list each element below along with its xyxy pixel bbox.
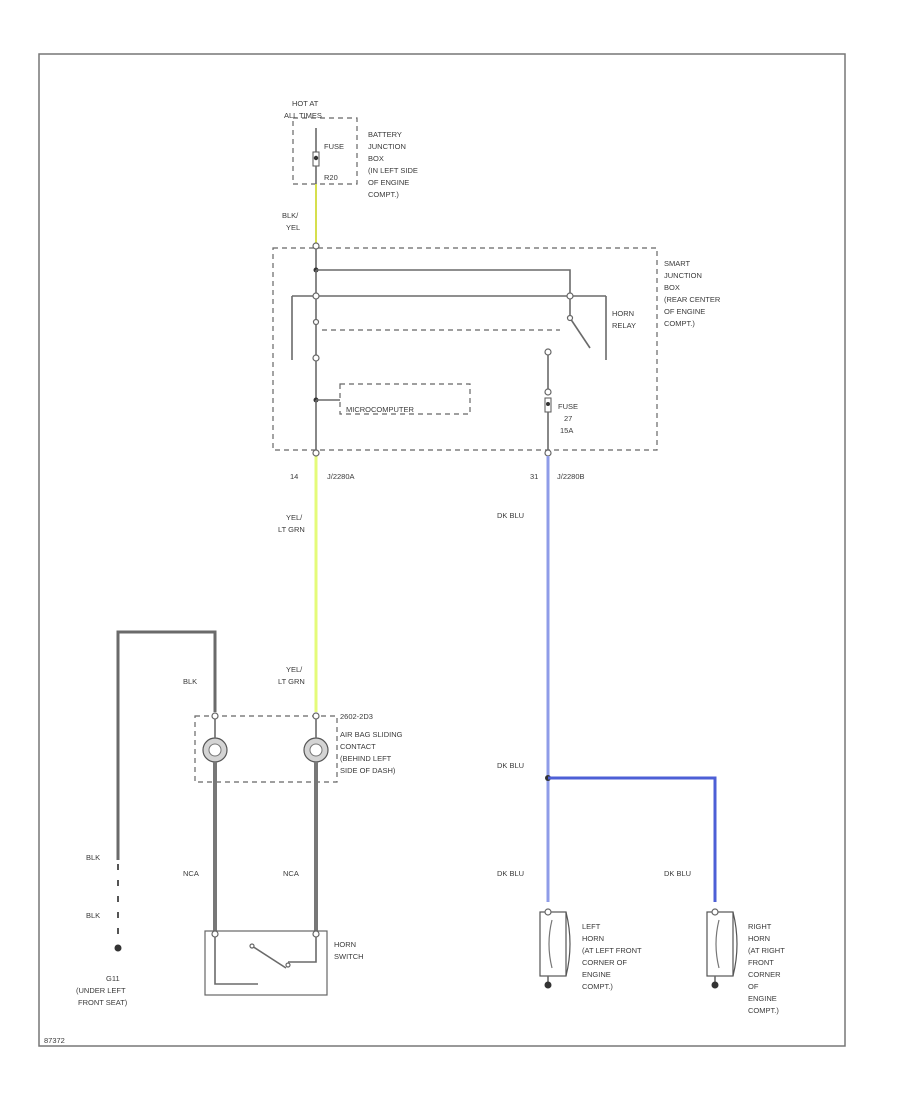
blk-ground-loop xyxy=(116,630,217,860)
fuse-number: R20 xyxy=(324,173,338,182)
horn-switch-contact xyxy=(251,945,287,969)
relay-output-terminal xyxy=(544,348,552,356)
horn-switch-right-lead xyxy=(288,937,317,963)
ground-g11-dot xyxy=(114,944,122,952)
left-connector-terminal xyxy=(312,449,320,457)
right-connector-terminal xyxy=(544,449,552,457)
blk-top-label: BLK xyxy=(183,677,197,686)
right-connector-pin: 31 xyxy=(530,472,538,481)
smart-junction-box-label: SMART JUNCTION BOX (REAR CENTER OF ENGIN… xyxy=(664,259,722,328)
microcomputer-box xyxy=(339,383,471,415)
clockspring-left xyxy=(202,737,228,763)
yel-ltgrn-label-upper: YEL/LT GRN xyxy=(278,513,305,534)
right-connector-id: J/2280B xyxy=(557,472,585,481)
relay-coil-feed xyxy=(316,269,571,296)
left-branch-terminal-b xyxy=(312,318,320,326)
horn-switch-box xyxy=(204,930,328,996)
relay-switch-arm xyxy=(569,317,591,349)
left-horn-terminal xyxy=(544,908,552,916)
airbag-terminal-left xyxy=(211,712,219,720)
right-horn-ground-dot xyxy=(711,981,719,989)
relay-terminal-top xyxy=(566,292,574,300)
horn-switch-contact-a xyxy=(249,943,255,949)
dkblu-upper-label: DK BLU xyxy=(497,511,524,520)
horn-switch-contact-b xyxy=(285,962,291,968)
fuse27-label: FUSE 27 15A xyxy=(558,402,580,435)
dkblu-right-horn-label: DK BLU xyxy=(664,869,691,878)
clockspring-right xyxy=(303,737,329,763)
microcomputer-label: MICROCOMPUTER xyxy=(346,405,414,414)
fuse27-mid-dot xyxy=(546,402,550,406)
horn-switch-terminal-right xyxy=(312,930,320,938)
left-branch-terminal-a xyxy=(312,292,320,300)
ground-g11-label: G11 (UNDER LEFT FRONT SEAT) xyxy=(76,974,128,1007)
battery-junction-box-label: BATTERY JUNCTION BOX (IN LEFT SIDE OF EN… xyxy=(368,130,420,199)
blk-ground-label-2: BLK xyxy=(86,911,100,920)
nca-label-left: NCA xyxy=(183,869,199,878)
airbag-terminal-right xyxy=(312,712,320,720)
airbag-part-number: 2602-2D3 xyxy=(340,712,373,721)
left-horn-symbol xyxy=(539,911,571,977)
blk-ground-label-1: BLK xyxy=(86,853,100,862)
blk-yel-wire-label: BLK/YEL xyxy=(282,211,300,232)
horn-switch-left-lead xyxy=(214,937,258,985)
horn-switch-terminal-left xyxy=(211,930,219,938)
fuse-label: FUSE xyxy=(324,142,344,151)
left-horn-ground-dot xyxy=(544,981,552,989)
dkblu-right-horn-wire xyxy=(548,776,717,902)
dkblu-mid-label: DK BLU xyxy=(497,761,524,770)
right-horn-symbol xyxy=(706,911,738,977)
left-connector-id: J/2280A xyxy=(327,472,355,481)
left-horn-label: LEFT HORN (AT LEFT FRONT CORNER OF ENGIN… xyxy=(582,922,644,991)
right-horn-terminal xyxy=(711,908,719,916)
fuse-top-terminal xyxy=(313,155,319,161)
battery-junction-box-outline xyxy=(292,117,358,185)
fuse27-top-terminal xyxy=(544,388,552,396)
relay-switch-pivot xyxy=(566,314,574,322)
left-connector-pin: 14 xyxy=(290,472,298,481)
diagram-footer-id: 87372 xyxy=(44,1036,65,1045)
diagram-border xyxy=(38,53,846,1047)
left-branch-terminal-c xyxy=(312,354,320,362)
airbag-sliding-contact-box xyxy=(194,715,338,783)
smart-junction-box-outline xyxy=(272,247,658,451)
sjb-entry-terminal xyxy=(312,242,320,250)
nca-label-right: NCA xyxy=(283,869,299,878)
yel-ltgrn-label-lower: YEL/LT GRN xyxy=(278,665,305,686)
dkblu-left-horn-label: DK BLU xyxy=(497,869,524,878)
right-horn-label: RIGHT HORN (AT RIGHT FRONT CORNER OF ENG… xyxy=(748,922,787,1015)
airbag-sliding-contact-label: AIR BAG SLIDING CONTACT (BEHIND LEFT SID… xyxy=(340,730,405,775)
